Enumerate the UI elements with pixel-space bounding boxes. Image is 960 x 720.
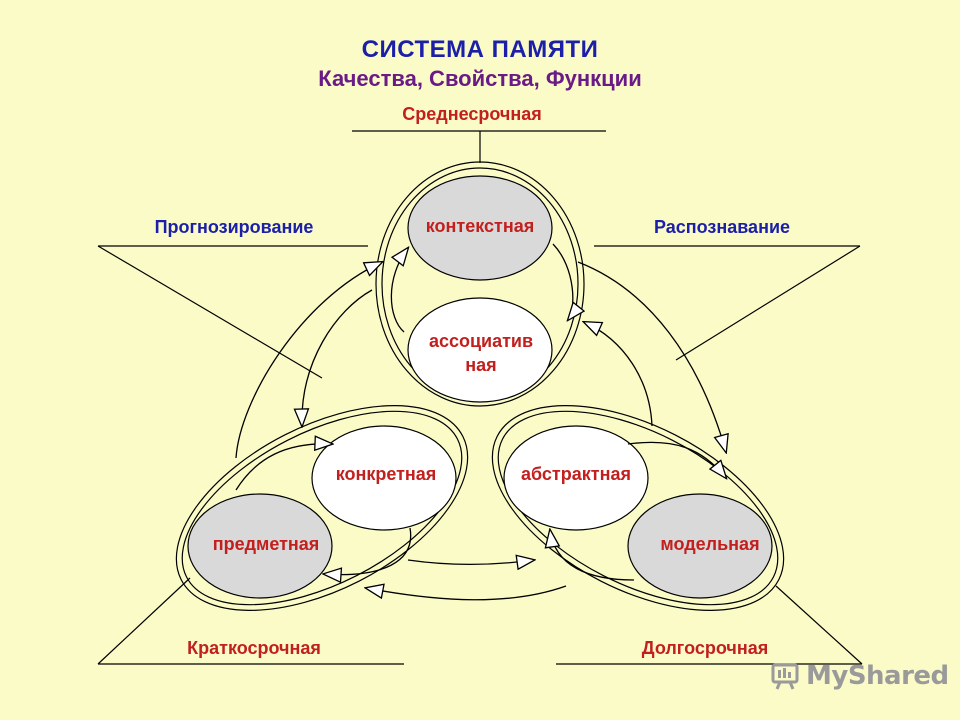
- arrow-right-cluster-to-top: [584, 322, 653, 427]
- node-associative: [407, 297, 553, 403]
- arrow-right-to-left-cluster: [366, 586, 567, 601]
- right-connector: [675, 245, 861, 361]
- watermark: MyShared: [770, 660, 949, 692]
- node-model: [627, 493, 773, 599]
- arrow-top-to-right-cluster: [577, 261, 726, 452]
- node-concrete: [311, 425, 457, 531]
- node-contextual-label: контекстная: [425, 216, 535, 236]
- node-abstract-label: абстрактная: [521, 464, 631, 484]
- arrow-contextual-to-associative: [552, 243, 573, 320]
- arrow-objective-to-concrete: [235, 444, 332, 491]
- node-contextual: [407, 175, 553, 281]
- node-ellipses: [187, 175, 773, 599]
- arrow-left-to-right-cluster: [407, 560, 534, 565]
- label-short-term: Краткосрочная: [187, 638, 321, 658]
- label-forecasting: Прогнозирование: [154, 217, 314, 237]
- node-abstract: [503, 425, 649, 531]
- arrow-model-to-abstract: [550, 530, 635, 581]
- arrow-abstract-to-model: [627, 441, 726, 478]
- arrows: [235, 243, 726, 601]
- label-medium-term: Среднесрочная: [402, 104, 542, 124]
- node-model-label: модельная: [660, 534, 760, 554]
- diagram-title: СИСТЕМА ПАМЯТИ: [361, 36, 599, 63]
- node-objective-label: предметная: [212, 534, 320, 554]
- diagram-subtitle: Качества, Свойства, Функции: [318, 66, 642, 91]
- presentation-board-icon: [771, 663, 799, 690]
- label-lines: [97, 130, 863, 665]
- node-associative-line1: ассоциатив: [428, 331, 534, 351]
- label-recognition: Распознавание: [653, 217, 791, 237]
- watermark-text: MyShared: [806, 661, 949, 691]
- bottom-right-connector: [775, 585, 863, 665]
- right-outer-ellipse: [491, 405, 785, 611]
- node-concrete-label: конкретная: [335, 464, 437, 484]
- arrow-concrete-to-objective: [324, 527, 412, 575]
- left-connector: [97, 245, 323, 379]
- label-long-term: Долгосрочная: [641, 638, 769, 658]
- node-associative-line2: ная: [465, 355, 497, 375]
- bottom-left-connector: [97, 577, 191, 665]
- arrow-associative-to-contextual: [390, 248, 408, 333]
- node-associative-label: ассоциатив ная: [429, 329, 533, 377]
- node-objective: [187, 493, 333, 599]
- arrow-left-cluster-to-top: [235, 262, 382, 459]
- left-outer-ellipse: [175, 405, 469, 611]
- arrow-top-to-left-cluster: [302, 289, 373, 426]
